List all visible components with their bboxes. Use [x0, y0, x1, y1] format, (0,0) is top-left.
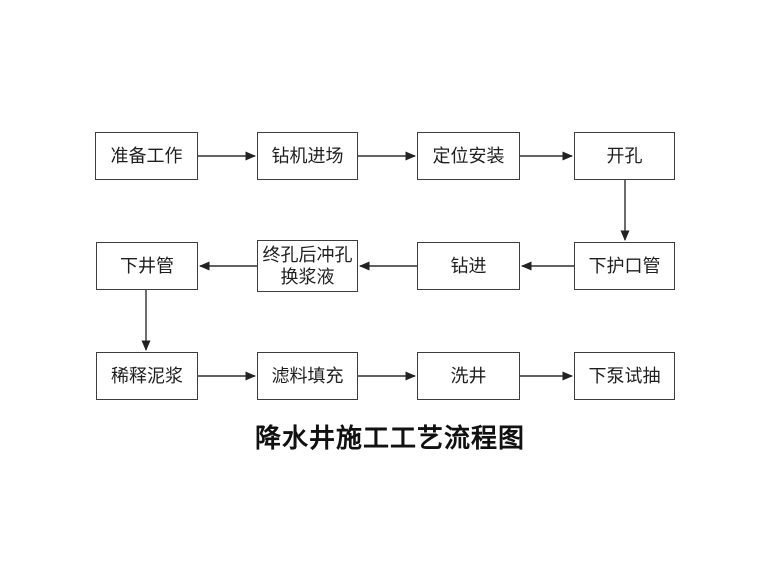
flow-node-pump-test-label: 下泵试抽 — [588, 365, 661, 386]
flow-node-prepare: 准备工作 — [95, 132, 198, 180]
flow-node-final-hole-flush: 终孔后冲孔换浆液 — [257, 240, 358, 292]
flow-node-rig-enter-label: 钻机进场 — [271, 145, 344, 166]
flow-node-fill-filter-label: 滤料填充 — [271, 365, 344, 386]
flow-node-rig-enter: 钻机进场 — [257, 132, 358, 180]
flow-node-position-install: 定位安装 — [417, 132, 520, 180]
flow-node-set-guard-pipe-label: 下护口管 — [588, 255, 661, 276]
flow-node-set-well-pipe: 下井管 — [96, 242, 198, 290]
diagram-title: 降水井施工工艺流程图 — [254, 424, 525, 453]
flow-node-wash-well-label: 洗井 — [450, 365, 487, 386]
flow-node-position-install-label: 定位安装 — [432, 145, 505, 166]
flow-node-dilute-mud: 稀释泥浆 — [96, 352, 198, 400]
flow-node-set-guard-pipe: 下护口管 — [574, 242, 675, 290]
flow-node-dilute-mud-label: 稀释泥浆 — [111, 365, 183, 386]
flow-node-open-hole-label: 开孔 — [606, 145, 643, 166]
flow-node-set-well-pipe-label: 下井管 — [120, 255, 174, 276]
flow-node-drill-label: 钻进 — [450, 255, 487, 276]
flow-node-pump-test: 下泵试抽 — [574, 352, 675, 400]
flow-node-final-hole-flush-label: 终孔后冲孔换浆液 — [262, 244, 353, 288]
flow-node-prepare-label: 准备工作 — [110, 145, 183, 166]
flow-node-fill-filter: 滤料填充 — [257, 352, 358, 400]
flow-node-open-hole: 开孔 — [574, 132, 675, 180]
flow-node-drill: 钻进 — [417, 242, 520, 290]
flow-node-wash-well: 洗井 — [417, 352, 520, 400]
